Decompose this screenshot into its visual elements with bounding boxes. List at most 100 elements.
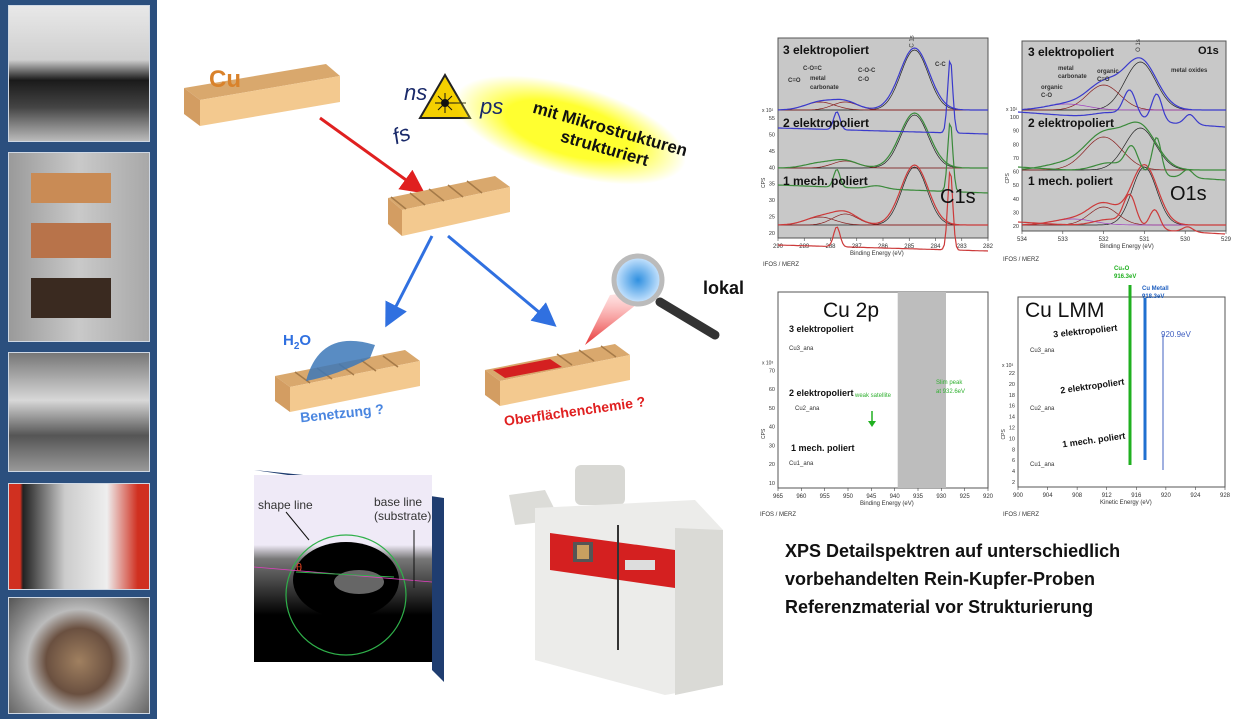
o1s-ytick-label: 80 [1013,142,1019,148]
copper-bar-structured [388,176,510,236]
culmm-ytick-label: 16 [1009,404,1015,410]
cu2p-ytick-label: 50 [769,406,775,412]
cu2o-marker-value: 916.3eV [1114,274,1137,280]
cu2p-trace [777,170,989,252]
culmm-trace-label: Cu3_ana [1030,348,1055,354]
copper-sample-2 [31,223,111,258]
o1s-xtick-label: 531 [1139,237,1150,243]
o1s-ytick-label: 50 [1013,183,1019,189]
c1s-ytick-label: 55 [769,116,775,122]
c1s-annotation: metal [810,76,826,82]
base-line-label: base line(substrate) [374,495,431,523]
culmm-ylabel: CPS [1001,429,1007,440]
c1s-annotation: C-O=C [803,66,822,72]
culmm-ytick-label: 18 [1009,393,1015,399]
contact-angle-drawing [254,470,444,682]
cu2p-source: IFOS / MERZ [760,512,796,518]
copper-bar-raw [184,64,340,126]
cu2p-trace [777,122,989,194]
cu2p-note: at 932.6eV [936,389,966,395]
o1s-ytick-label: 20 [1013,224,1019,230]
c1s-xtick-label: 283 [957,244,968,250]
culmm-ytick-label: 6 [1012,458,1015,464]
cu2p-xtick-label: 955 [820,494,831,500]
c1s-xtick-label: 285 [904,244,915,250]
c1s-ytick-label: 25 [769,215,775,221]
copper-sample-3 [31,278,111,318]
caption-line-2: vorbehandelten Rein-Kupfer-Proben [785,569,1096,589]
cu2p-sample-3: 3 elektropoliert [789,324,854,334]
c1s-xlabel: Binding Energy (eV) [850,251,904,257]
o1s-xtick-label: 530 [1180,237,1191,243]
o1s-title-small: O1s [1198,45,1219,57]
metal-marker-label: Cu Metall [1142,286,1169,292]
other-marker-value: 920.9eV [1161,330,1191,339]
analysis-spot [493,359,562,378]
c1s-ylabel: CPS [761,177,767,188]
o1s-trace [1021,121,1226,171]
c1s-xtick-label: 286 [878,244,889,250]
cu2p-trace-label: Cu2_ana [795,406,820,412]
culmm-y-multiplier: x 10³ [1002,363,1013,369]
water-label-o: O [299,332,312,349]
o1s-title: O1s [1170,183,1207,205]
material-label: Cu [209,66,241,93]
culmm-trace-label: Cu1_ana [1030,462,1055,468]
cu2p-xtick-label: 940 [890,494,901,500]
culmm-xlabel: Kinetic Energy (eV) [1100,500,1152,506]
culmm-xtick-label: 900 [1013,493,1024,499]
photo-sidebar [0,0,157,719]
cu2p-xtick-label: 930 [936,494,947,500]
culmm-xtick-label: 928 [1220,493,1231,499]
c1s-sample-3: 3 elektropoliert [783,43,870,57]
culmm-xtick-label: 912 [1102,493,1113,499]
culmm-xtick-label: 920 [1161,493,1172,499]
c1s-trace [778,112,988,169]
cu2p-xlabel: Binding Energy (eV) [860,501,914,507]
copper-bar-wetting [275,340,420,412]
arrow-wetting [385,235,434,328]
magnifier-icon [611,253,720,340]
o1s-ytick-label: 30 [1013,210,1019,216]
cu2p-sample-1: 1 mech. poliert [791,443,855,453]
water-droplet [306,340,375,381]
process-diagram [184,64,720,412]
o1s-ytick-label: 90 [1013,129,1019,135]
cu2p-ytick-label: 40 [769,425,775,431]
c1s-xtick-label: 289 [799,244,810,250]
water-label: H2O [283,332,311,352]
photo-laser-chamber [8,5,150,142]
culmm-ytick-label: 8 [1012,447,1015,453]
o1s-xtick-label: 534 [1017,237,1028,243]
cu2p-xtick-label: 935 [913,494,924,500]
c1s-y-multiplier: x 10² [762,108,773,114]
cu2p-xtick-label: 925 [960,494,971,500]
o1s-annotation: C-O [1041,93,1052,99]
c1s-ytick-label: 35 [769,182,775,188]
cu2p-ytick-label: 20 [769,462,775,468]
culmm-source: IFOS / MERZ [1003,512,1039,518]
cu2p-trace-label: Cu1_ana [789,461,814,467]
cu2p-ytick-label: 30 [769,443,775,449]
cu2p-title: Cu 2p [823,299,880,322]
o1s-annotation: metal [1058,66,1074,72]
arrow-surface-chemistry [447,234,557,327]
o1s-trace [1021,57,1226,111]
laser-pulse-ns: ns [404,80,428,105]
culmm-trace [1017,89,1226,128]
o1s-ytick-label: 100 [1010,115,1019,121]
o1s-ytick-label: 40 [1013,197,1019,203]
cu2p-sample-2: 2 elektropoliert [789,388,854,398]
caption-line-1: XPS Detailspektren auf unterschiedlich [785,541,1121,561]
cu2o-marker-label: Cu₂O [1114,266,1130,272]
c1s-sample-1: 1 mech. poliert [783,174,868,188]
culmm-trace-label: Cu2_ana [1030,406,1055,412]
cu2p-trace-label: Cu3_ana [789,346,814,352]
o1s-y-multiplier: x 10² [1006,107,1017,113]
caption-line-3: Referenzmaterial vor Strukturierung [785,597,1094,617]
c1s-xtick-label: 288 [825,244,836,250]
c1s-annotation: C-C [935,62,946,68]
o1s-xtick-label: 533 [1058,237,1069,243]
water-label-sub: 2 [293,341,300,352]
